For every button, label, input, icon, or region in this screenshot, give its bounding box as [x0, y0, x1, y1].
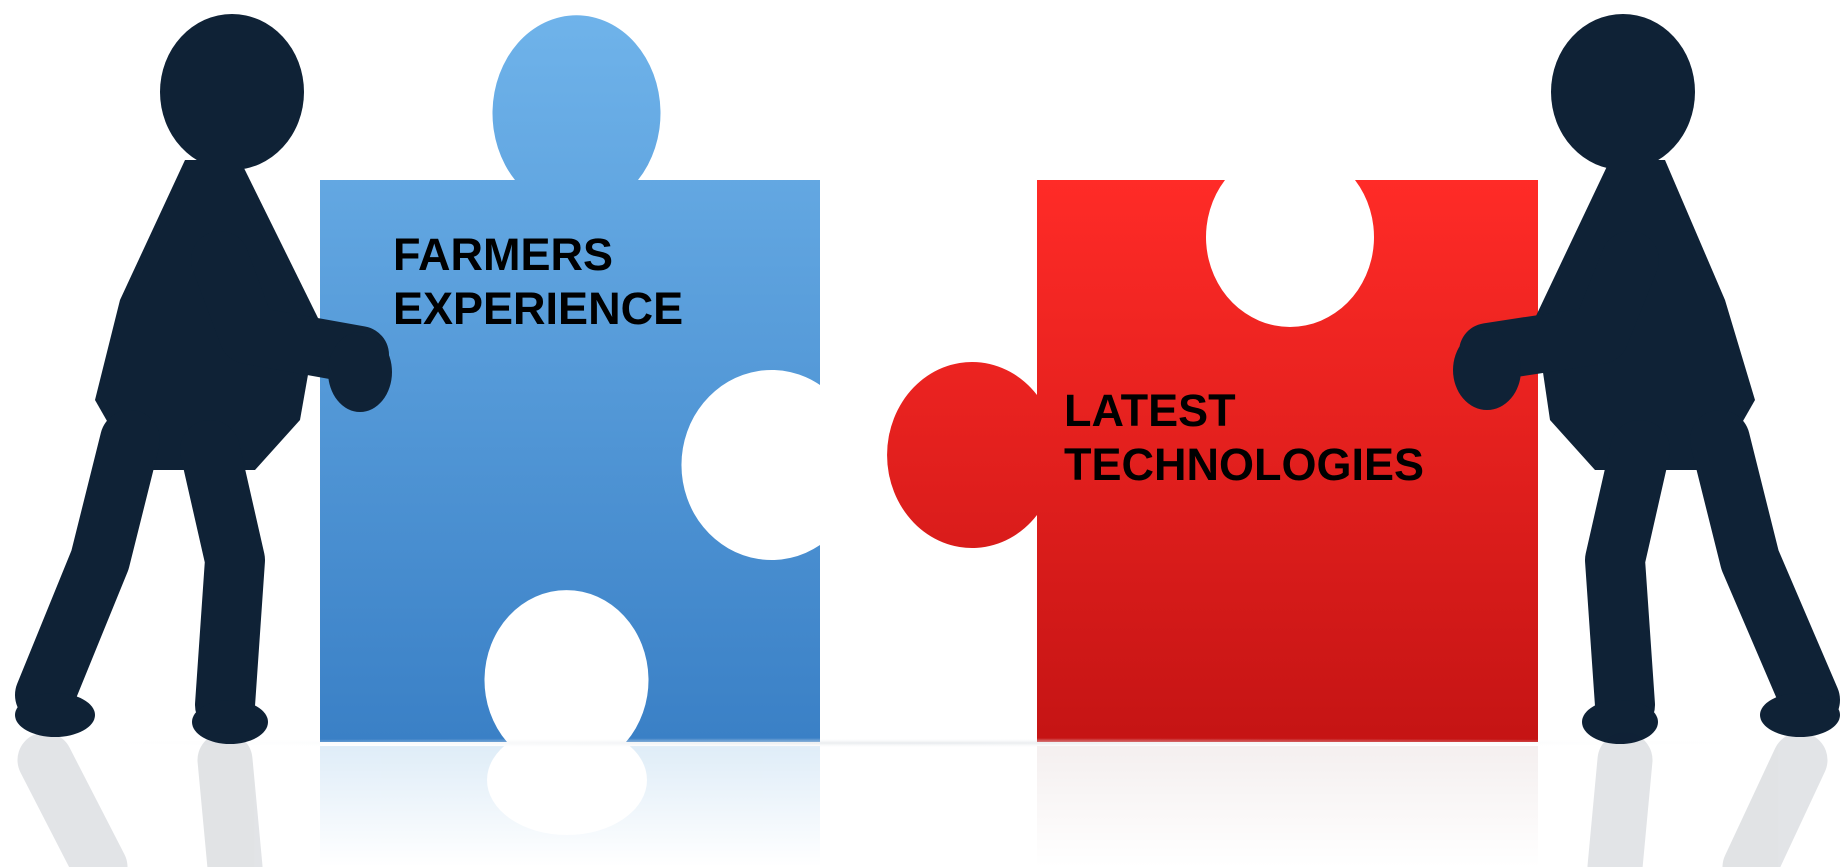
latest-technologies-label: LATEST TECHNOLOGIES [1064, 384, 1424, 492]
farmers-experience-label: FARMERS EXPERIENCE [393, 228, 683, 336]
stick-figure-right-reflection [1587, 732, 1828, 867]
stick-figure-right-icon [1453, 14, 1840, 744]
floor-line [0, 738, 1843, 748]
stick-figure-left-reflection [17, 732, 263, 867]
floor-fade [0, 742, 1843, 867]
label-right-line-2: TECHNOLOGIES [1064, 439, 1425, 490]
blue-puzzle-piece-icon [320, 15, 820, 743]
label-left-line-2: EXPERIENCE [393, 283, 684, 334]
label-left-line-1: FARMERS [393, 229, 614, 280]
label-right-line-1: LATEST [1064, 385, 1236, 436]
red-puzzle-piece-icon [887, 180, 1538, 742]
stick-figure-left-icon [15, 14, 392, 744]
